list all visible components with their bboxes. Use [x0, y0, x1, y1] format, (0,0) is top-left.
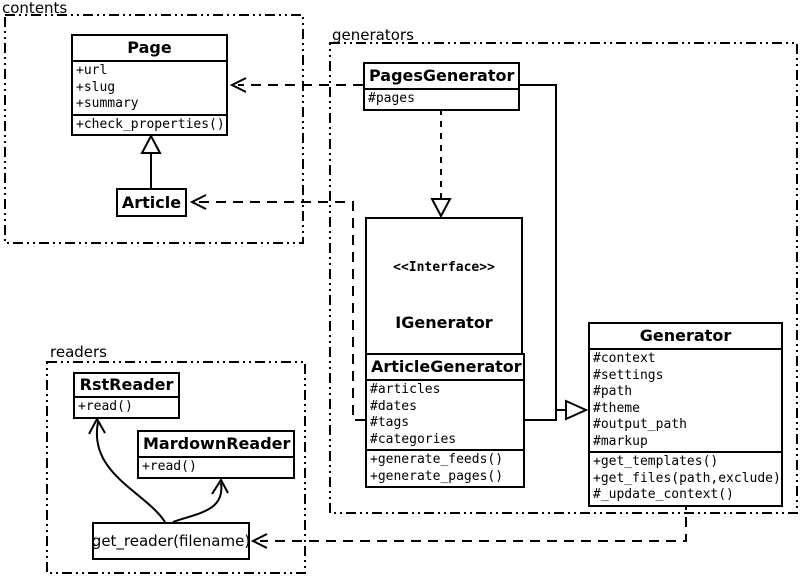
interface-stereotype: <<Interface>> [393, 260, 495, 275]
dependency-generator-getreader [260, 500, 687, 542]
function-get-reader: get_reader(filename) [92, 522, 250, 560]
hollow-triangle-page [140, 133, 162, 154]
method: #_update_context() [593, 487, 734, 502]
attribute: #tags [370, 415, 410, 430]
generators-package-label: generators [332, 26, 414, 44]
attribute: #dates [370, 398, 417, 414]
class-generator: Generator #context #settings #path #them… [588, 322, 783, 507]
class-articlegenerator-methods: +generate_feeds() +generate_pages() [367, 449, 523, 486]
generators-package-frame [329, 42, 798, 514]
method: +check_properties() [76, 116, 225, 132]
attribute: #categories [370, 431, 457, 447]
arrow-getreader-mardownreader [172, 482, 223, 523]
class-rstreader-title: RstReader [75, 374, 178, 398]
arrowhead-rstreader [88, 416, 106, 435]
contents-package-label: contents [2, 0, 68, 17]
class-mardownreader-title: MardownReader [139, 432, 293, 458]
method: +get_files(path,exclude) [593, 470, 781, 486]
class-article: Article [116, 188, 187, 217]
class-pagesgenerator-title: PagesGenerator [365, 64, 518, 90]
method: +get_templates() [593, 454, 719, 469]
attribute: #theme [593, 400, 640, 416]
method: +read() [78, 399, 133, 414]
method: +read() [142, 459, 197, 474]
open-arrowhead-getreader [250, 533, 268, 549]
class-page-title: Page [73, 36, 226, 62]
class-rstreader-methods: +read() [75, 398, 178, 417]
attribute: #pages [368, 91, 415, 106]
contents-package-frame [4, 14, 304, 244]
attribute: #articles [370, 382, 441, 397]
readers-package-label: readers [50, 343, 107, 361]
class-page-methods: +check_properties() [73, 113, 226, 135]
attribute: #markup [593, 433, 648, 449]
class-page-attributes: +url +slug +summary [73, 62, 226, 114]
method: +generate_feeds() [370, 452, 504, 467]
class-articlegenerator-attributes: #articles #dates #tags #categories [367, 381, 523, 449]
class-page: Page +url +slug +summary +check_properti… [71, 34, 228, 136]
arrow-getreader-rstreader [95, 421, 166, 523]
class-generator-attributes: #context #settings #path #theme #output_… [590, 350, 781, 451]
class-articlegenerator: ArticleGenerator #articles #dates #tags … [365, 353, 525, 488]
class-igenerator-title: IGenerator [395, 313, 493, 332]
open-arrowhead-article [189, 194, 207, 210]
class-pagesgenerator-attributes: #pages [365, 90, 518, 109]
attribute: #output_path [593, 417, 687, 432]
class-generator-methods: +get_templates() +get_files(path,exclude… [590, 451, 781, 505]
attribute: +url [76, 63, 108, 78]
hollow-triangle-generator [565, 399, 589, 421]
class-igenerator-header: <<Interface>> IGenerator [367, 219, 521, 373]
inheritance-articlegenerator-generator [524, 409, 566, 421]
class-pagesgenerator: PagesGenerator #pages [363, 62, 520, 111]
attribute: #settings [593, 367, 664, 383]
attribute: #context [593, 351, 656, 366]
class-article-title: Article [121, 193, 182, 212]
hollow-triangle-igenerator-top [430, 198, 452, 219]
readers-package-frame [46, 361, 306, 574]
class-generator-title: Generator [590, 324, 781, 350]
function-get-reader-label: get_reader(filename) [91, 532, 251, 550]
attribute: +slug [76, 79, 116, 95]
arrowhead-mardownreader [211, 478, 229, 495]
inheritance-pagesgenerator-generator [519, 84, 557, 410]
class-mardownreader-methods: +read() [139, 458, 293, 477]
attribute: #path [593, 384, 633, 399]
class-articlegenerator-title: ArticleGenerator [367, 355, 523, 381]
attribute: +summary [76, 96, 139, 111]
dependency-articlegenerator-article [198, 201, 365, 421]
class-mardownreader: MardownReader +read() [137, 430, 295, 479]
open-arrowhead-page [229, 77, 247, 93]
class-rstreader: RstReader +read() [73, 372, 180, 419]
method: +generate_pages() [370, 468, 504, 484]
